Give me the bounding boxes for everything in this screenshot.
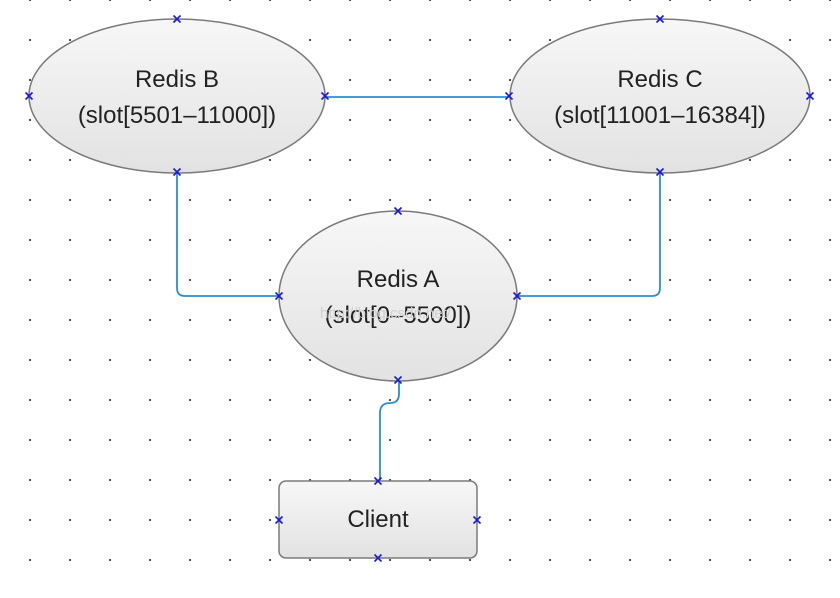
node-redis-b-shape[interactable] [28,18,326,174]
connection-port-marker[interactable] [805,91,815,101]
connection-port-marker[interactable] [393,206,403,216]
watermark: http://blog.csdn.net/ [320,305,452,322]
connection-port-marker[interactable] [655,167,665,177]
connection-port-marker[interactable] [472,515,482,525]
node-redis-c-subtitle: (slot[11001–16384]) [554,102,766,129]
node-redis-c-shape[interactable] [509,18,811,174]
connection-port-marker[interactable] [373,553,383,563]
node-client-title: Client [347,506,409,533]
node-redis-a-title: Redis A [357,266,440,293]
connection-port-marker[interactable] [373,476,383,486]
connection-port-marker[interactable] [504,91,514,101]
node-redis-c-title: Redis C [617,66,702,93]
connector-redis-a-client[interactable] [379,380,400,481]
node-client[interactable]: Client [278,480,478,559]
connection-port-marker[interactable] [172,167,182,177]
node-redis-b-title: Redis B [135,66,219,93]
connection-port-marker[interactable] [274,515,284,525]
connection-port-marker[interactable] [320,91,330,101]
connector-redis-c-redis-a[interactable] [517,172,661,297]
connection-port-marker[interactable] [512,291,522,301]
connector-redis-b-redis-a[interactable] [176,172,279,297]
node-redis-a[interactable]: Redis A (slot[0–5500]) [278,210,518,382]
node-redis-c[interactable]: Redis C (slot[11001–16384]) [509,18,811,174]
node-redis-a-subtitle: (slot[0–5500]) [325,302,472,329]
connection-port-marker[interactable] [172,14,182,24]
node-redis-b-subtitle: (slot[5501–11000]) [78,102,276,129]
connection-port-marker[interactable] [655,14,665,24]
node-redis-a-shape[interactable] [278,210,518,382]
node-redis-b[interactable]: Redis B (slot[5501–11000]) [28,18,326,174]
connection-port-marker[interactable] [274,291,284,301]
port-markers [24,14,815,563]
connection-port-marker[interactable] [393,375,403,385]
connection-port-marker[interactable] [24,91,34,101]
connectors [176,96,661,481]
